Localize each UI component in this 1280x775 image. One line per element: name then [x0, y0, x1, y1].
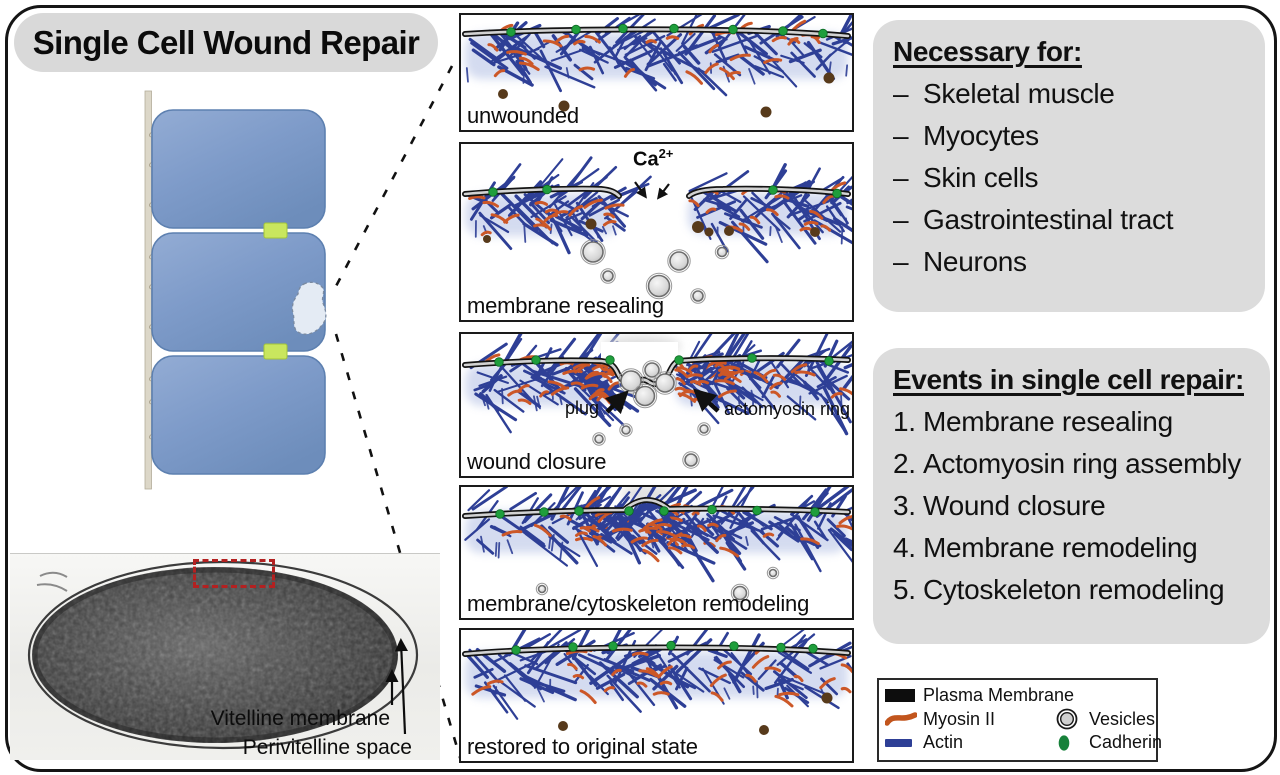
actin-icon — [885, 738, 923, 747]
figure-title-text: Single Cell Wound Repair — [32, 23, 420, 61]
panel-wound-closure: plug actomyosin ring wound closure — [459, 332, 854, 478]
cell-3 — [151, 355, 326, 475]
calcium-label: Ca — [633, 148, 659, 171]
scene-membrane-resealing — [462, 156, 852, 304]
epithelial-cells — [151, 109, 326, 475]
list-item: –Neurons — [893, 246, 1027, 277]
vitelline-membrane-outline — [27, 560, 419, 750]
vesicle-icon — [1055, 707, 1089, 731]
plug-annotation: plug — [564, 398, 599, 418]
plasma-membrane-icon — [885, 689, 923, 703]
actomyosin-ring-annotation: actomyosin ring — [724, 399, 851, 419]
events-heading: Events in single cell repair: — [893, 364, 1244, 395]
vitelline-membrane-label: Vitelline membrane — [210, 707, 390, 730]
list-item: 5.Cytoskeleton remodeling — [893, 574, 1225, 605]
legend-label: Myosin II — [923, 708, 996, 729]
legend-label: Vesicles — [1089, 708, 1156, 729]
necessary-for-box: Necessary for: –Skeletal muscle –Myocyte… — [873, 20, 1265, 312]
panel-label: membrane resealing — [467, 293, 664, 318]
cell-2 — [151, 232, 326, 352]
perivitelline-space-label: Perivitelline space — [242, 736, 412, 759]
necessary-for-heading: Necessary for: — [893, 36, 1082, 67]
cell-junction-bottom — [263, 343, 288, 360]
myosin-icon — [885, 709, 923, 729]
scene-unwounded — [462, 15, 852, 118]
cell-diagram — [144, 90, 327, 490]
calcium-annotation: Ca2+ — [633, 146, 673, 172]
list-item: 3.Wound closure — [893, 490, 1106, 521]
list-item: –Myocytes — [893, 120, 1039, 151]
legend-label: Actin — [923, 732, 964, 753]
wound-site — [291, 281, 327, 335]
list-item: –Gastrointestinal tract — [893, 204, 1174, 235]
list-item: –Skin cells — [893, 162, 1039, 193]
scene-restored — [462, 630, 852, 735]
panel-membrane-resealing: Ca2+ membrane resealing — [459, 142, 854, 322]
cadherin-icon — [1055, 732, 1089, 754]
vitelline-membrane-bar — [144, 90, 152, 490]
panel-unwounded: unwounded — [459, 13, 854, 132]
embryo-micrograph: Vitelline membrane Perivitelline space — [8, 550, 444, 774]
calcium-superscript: 2+ — [658, 146, 674, 161]
panel-label: membrane/cytoskeleton remodeling — [467, 591, 810, 616]
scene-remodeling — [462, 487, 852, 603]
panel-membrane-cytoskeleton-remodeling: membrane/cytoskeleton remodeling — [459, 485, 854, 620]
list-item: –Skeletal muscle — [893, 78, 1115, 109]
figure-title: Single Cell Wound Repair — [14, 13, 438, 72]
panel-label: restored to original state — [467, 734, 698, 759]
panel-label: wound closure — [467, 449, 607, 474]
events-box: Events in single cell repair: 1.Membrane… — [873, 348, 1270, 644]
micrograph-image — [10, 553, 440, 760]
wound-region-box — [193, 559, 275, 588]
panel-restored: restored to original state — [459, 628, 854, 763]
cell-1 — [151, 109, 326, 229]
scene-wound-closure — [462, 334, 852, 469]
cell-junction-top — [263, 222, 288, 239]
legend-box: Plasma Membrane Myosin II Vesicles Actin… — [877, 678, 1162, 762]
embryo-drawing — [27, 560, 419, 750]
legend-label: Cadherin — [1089, 732, 1163, 753]
panel-label: unwounded — [467, 103, 579, 128]
legend-label: Plasma Membrane — [923, 685, 1075, 706]
list-item: 2.Actomyosin ring assembly — [893, 448, 1242, 479]
list-item: 1.Membrane resealing — [893, 406, 1173, 437]
dorsal-appendage — [36, 571, 68, 592]
list-item: 4.Membrane remodeling — [893, 532, 1198, 563]
